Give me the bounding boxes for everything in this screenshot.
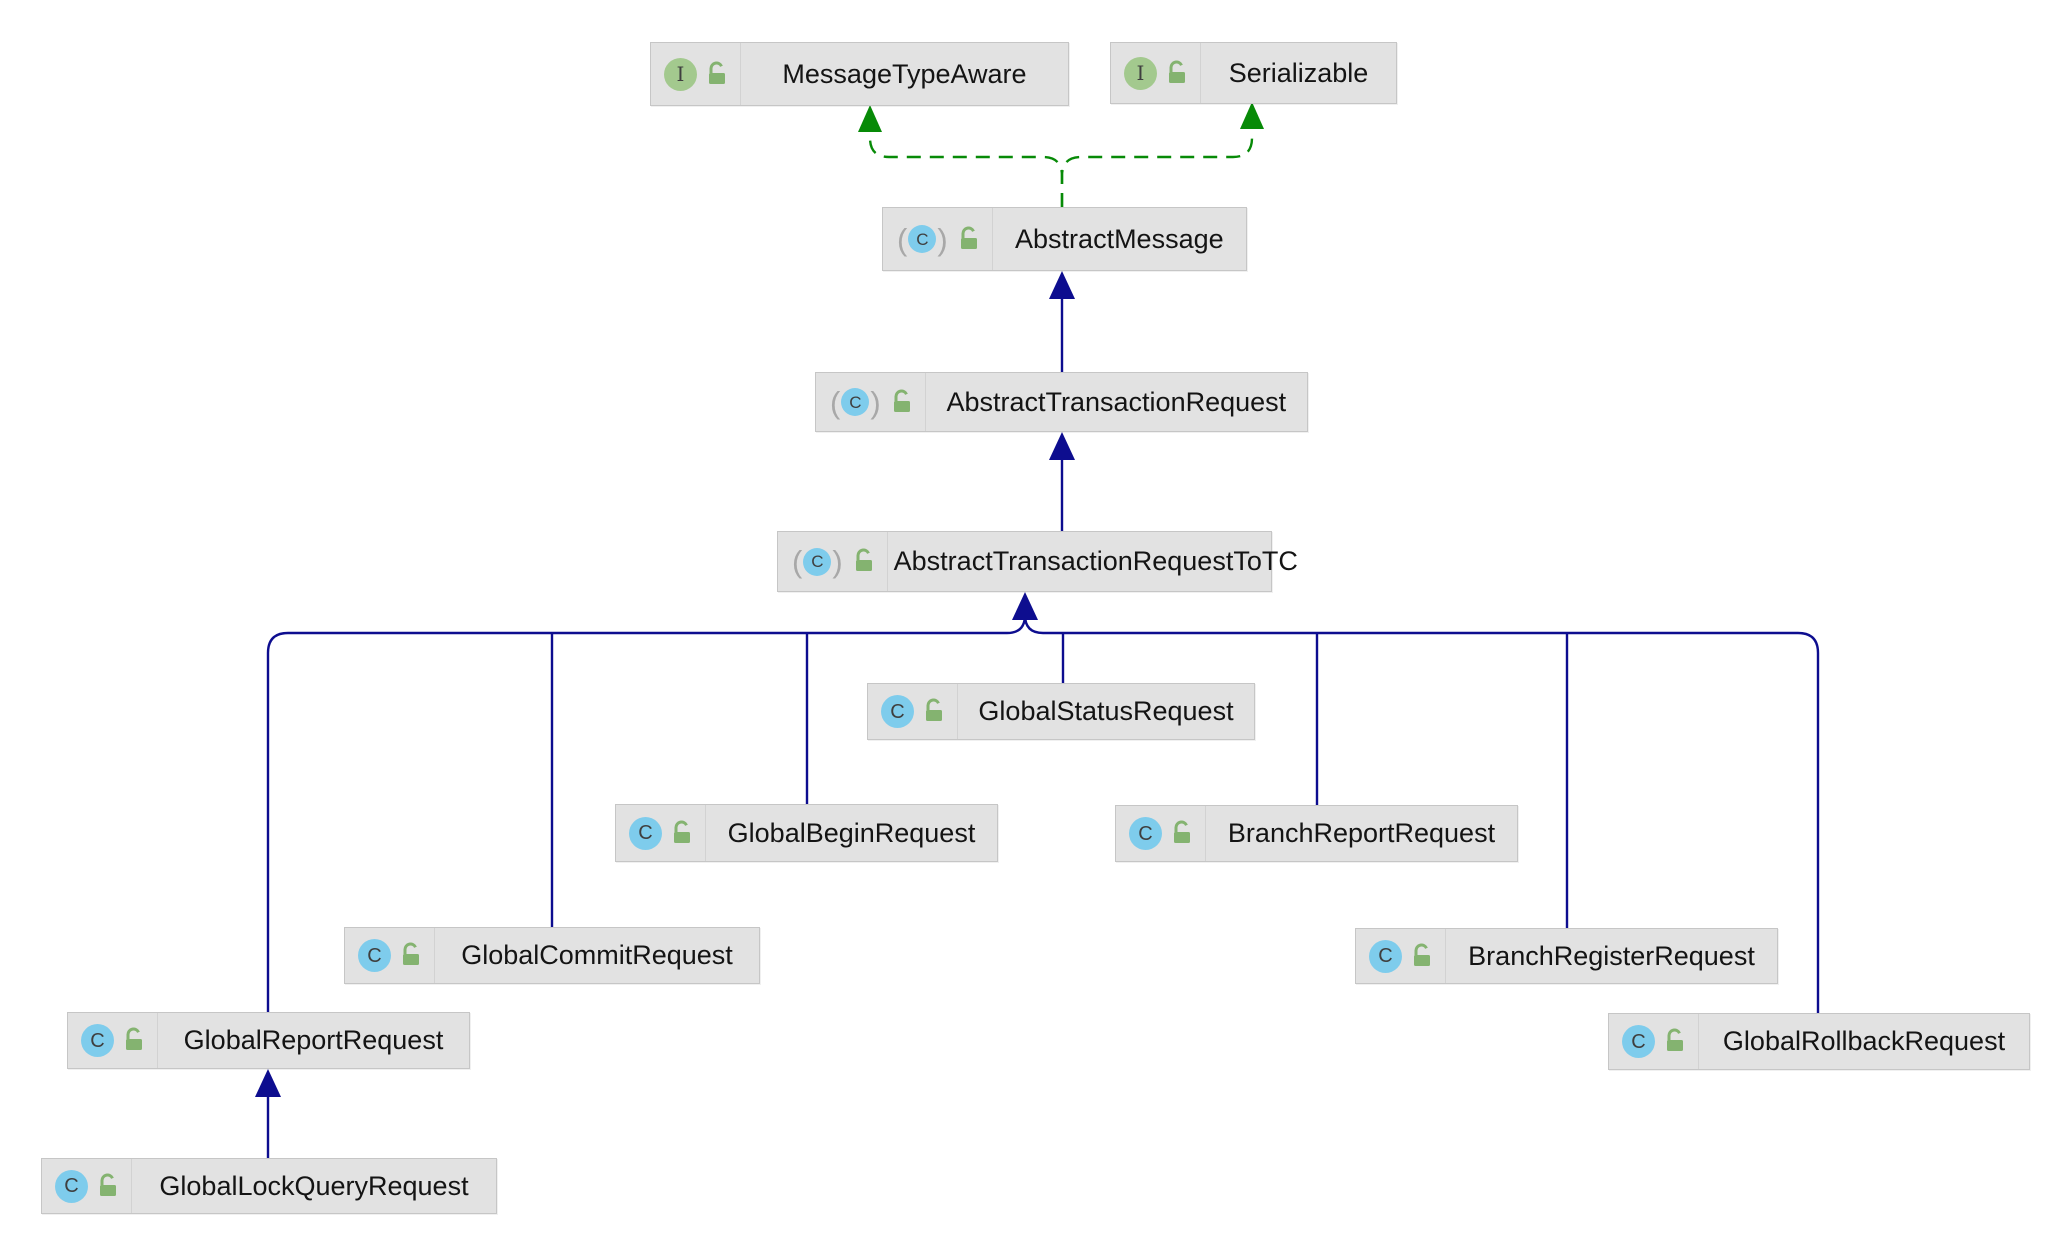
edge-abstractmessage-implements-messagetypeaware bbox=[868, 133, 1064, 207]
class-name-label: GlobalBeginRequest bbox=[727, 817, 976, 848]
class-node-abstracttransactionrequest[interactable]: (C) AbstractTransactionRequest bbox=[815, 372, 1308, 432]
open-lock-icon bbox=[1169, 60, 1185, 83]
interface-icon: I bbox=[664, 57, 697, 91]
class-icon: C bbox=[1622, 1025, 1655, 1058]
node-icon-cluster: (C) bbox=[816, 373, 926, 431]
class-icon: C bbox=[1369, 939, 1402, 973]
realization-arrowhead-messagetypeaware bbox=[858, 105, 882, 132]
class-node-branchreportrequest[interactable]: C BranchReportRequest bbox=[1115, 805, 1518, 862]
class-icon: C bbox=[629, 816, 662, 850]
abstract-class-icon: (C) bbox=[897, 221, 948, 257]
class-icon: C bbox=[1129, 817, 1162, 850]
inheritance-arrowhead-globalreportrequest bbox=[255, 1069, 281, 1097]
node-icon-cluster: C bbox=[42, 1159, 132, 1213]
inheritance-arrowhead-abstracttransactionrequest bbox=[1049, 432, 1075, 460]
node-icon-cluster: C bbox=[1356, 929, 1446, 983]
edge-bus-right bbox=[1023, 614, 1820, 1013]
edge-bus-left bbox=[266, 614, 1027, 1012]
class-node-serializable[interactable]: I Serializable bbox=[1110, 42, 1397, 104]
class-name-label: GlobalRollbackRequest bbox=[1722, 1026, 2006, 1056]
abstract-class-icon: (C) bbox=[830, 384, 881, 420]
class-node-globalrollbackrequest[interactable]: C GlobalRollbackRequest bbox=[1608, 1013, 2030, 1070]
node-icon-cluster: C bbox=[616, 805, 706, 861]
class-name-label: AbstractTransactionRequestToTC bbox=[893, 546, 1298, 576]
class-icon: C bbox=[881, 695, 914, 728]
open-lock-icon bbox=[855, 548, 872, 571]
node-icon-cluster: C bbox=[1609, 1014, 1699, 1069]
node-icon-cluster: C bbox=[68, 1013, 158, 1068]
open-lock-icon bbox=[1174, 820, 1190, 843]
class-node-globallockqueryrequest[interactable]: C GlobalLockQueryRequest bbox=[41, 1158, 497, 1214]
class-icon: C bbox=[55, 1169, 88, 1203]
node-icon-cluster: C bbox=[868, 684, 958, 739]
class-name-label: BranchRegisterRequest bbox=[1468, 940, 1755, 971]
class-icon: C bbox=[81, 1024, 114, 1057]
class-name-label: MessageTypeAware bbox=[782, 58, 1027, 89]
class-name-label: BranchReportRequest bbox=[1227, 818, 1496, 848]
class-node-messagetypeaware[interactable]: I MessageTypeAware bbox=[650, 42, 1069, 106]
open-lock-icon bbox=[674, 820, 690, 843]
node-icon-cluster: C bbox=[1116, 806, 1206, 861]
class-node-abstracttransactionrequesttotc[interactable]: (C) AbstractTransactionRequestToTC bbox=[777, 531, 1298, 592]
open-lock-icon bbox=[1414, 943, 1430, 966]
open-lock-icon bbox=[403, 942, 419, 965]
class-name-label: Serializable bbox=[1228, 57, 1369, 88]
class-name-label: AbstractTransactionRequest bbox=[946, 386, 1287, 417]
node-icon-cluster: I bbox=[651, 43, 741, 105]
class-icon: C bbox=[358, 939, 391, 972]
interface-icon: I bbox=[1124, 56, 1157, 90]
open-lock-icon bbox=[100, 1173, 116, 1196]
node-icon-cluster: I bbox=[1111, 43, 1201, 103]
class-node-globalreportrequest[interactable]: C GlobalReportRequest bbox=[67, 1012, 470, 1069]
open-lock-icon bbox=[709, 61, 725, 84]
node-icon-cluster: C bbox=[345, 928, 435, 983]
inheritance-arrowhead-abstractmessage bbox=[1049, 271, 1075, 299]
class-node-branchregisterrequest[interactable]: C BranchRegisterRequest bbox=[1355, 928, 1778, 984]
class-node-globalcommitrequest[interactable]: C GlobalCommitRequest bbox=[344, 927, 760, 984]
open-lock-icon bbox=[126, 1027, 142, 1050]
class-name-label: GlobalLockQueryRequest bbox=[159, 1170, 469, 1201]
class-name-label: AbstractMessage bbox=[1015, 223, 1224, 254]
inheritance-arrowhead-abstracttransactionrequesttotc bbox=[1012, 592, 1038, 620]
class-node-globalstatusrequest[interactable]: C GlobalStatusRequest bbox=[867, 683, 1255, 740]
class-node-abstractmessage[interactable]: (C) AbstractMessage bbox=[882, 207, 1247, 271]
open-lock-icon bbox=[1667, 1028, 1683, 1051]
node-icon-cluster: (C) bbox=[883, 208, 993, 270]
abstract-class-icon: (C) bbox=[792, 544, 843, 579]
class-name-label: GlobalCommitRequest bbox=[461, 940, 733, 970]
class-name-label: GlobalReportRequest bbox=[183, 1025, 444, 1055]
open-lock-icon bbox=[960, 226, 977, 249]
edge-abstractmessage-implements-serializable bbox=[1060, 130, 1254, 207]
open-lock-icon bbox=[926, 698, 942, 721]
node-icon-cluster: (C) bbox=[778, 532, 888, 591]
class-name-label: GlobalStatusRequest bbox=[978, 696, 1234, 726]
class-node-globalbeginrequest[interactable]: C GlobalBeginRequest bbox=[615, 804, 998, 862]
open-lock-icon bbox=[893, 389, 910, 412]
realization-arrowhead-serializable bbox=[1240, 102, 1264, 129]
